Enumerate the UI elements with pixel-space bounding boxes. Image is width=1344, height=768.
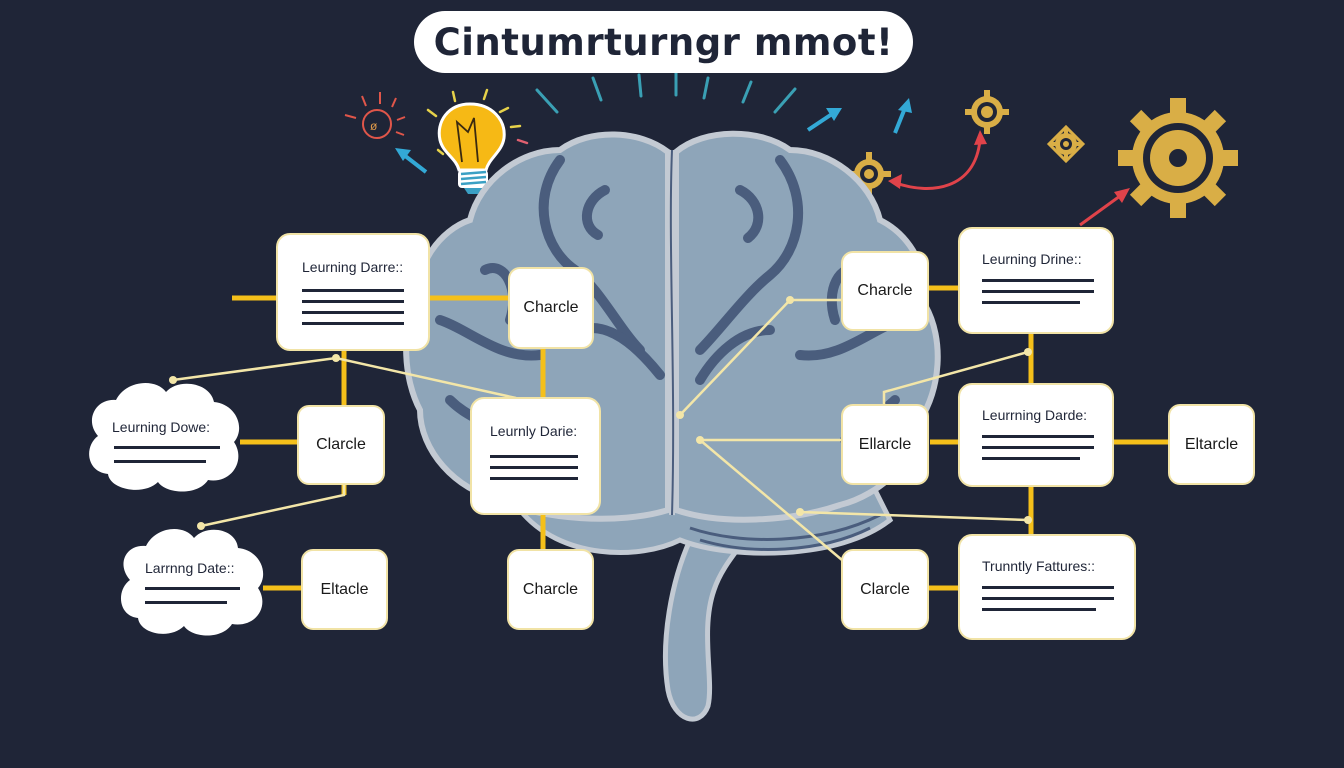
text-lines bbox=[982, 435, 1094, 460]
cloud-title: Leurning Dowe: bbox=[112, 419, 211, 435]
info-card-center[interactable]: Leurnly Darie: bbox=[470, 397, 601, 515]
card-title: Leurnly Darie: bbox=[490, 423, 578, 439]
info-card-right-mid[interactable]: Leurrning Darde: bbox=[958, 383, 1114, 487]
text-line bbox=[145, 587, 240, 590]
node-charcle-bottom-center[interactable]: Charcle bbox=[507, 549, 594, 630]
text-lines bbox=[982, 586, 1114, 611]
sun-doodle-icon: ø bbox=[344, 92, 406, 139]
arrow-icon bbox=[888, 130, 1130, 227]
node-ellarcle-right[interactable]: Ellarcle bbox=[841, 404, 929, 485]
node-clarcle-left[interactable]: Clarcle bbox=[297, 405, 385, 485]
node-eltacle-left[interactable]: Eltacle bbox=[301, 549, 388, 630]
card-title: Trunntly Fattures:: bbox=[982, 558, 1096, 574]
card-title: Leurrning Darde: bbox=[982, 407, 1088, 423]
text-line bbox=[114, 446, 220, 449]
info-card-right-bottom[interactable]: Trunntly Fattures:: bbox=[958, 534, 1136, 640]
node-eltarcle-far-right[interactable]: Eltarcle bbox=[1168, 404, 1255, 485]
connector-lines bbox=[232, 285, 1170, 591]
svg-text:ø: ø bbox=[370, 119, 378, 133]
cloud-card-left-mid[interactable]: Leurning Dowe: bbox=[86, 376, 244, 494]
arrow-icon bbox=[395, 148, 428, 174]
text-line bbox=[114, 460, 206, 463]
cloud-shape bbox=[89, 382, 240, 492]
cloud-title: Larrnng Date:: bbox=[145, 560, 235, 576]
ray-marks-icon bbox=[535, 71, 797, 114]
cloud-card-left-bottom[interactable]: Larrnng Date:: bbox=[118, 522, 266, 638]
gear-icon bbox=[847, 90, 1238, 218]
pointer-lines bbox=[172, 298, 1029, 561]
node-charcle-top-left[interactable]: Charcle bbox=[508, 267, 594, 349]
text-line bbox=[145, 601, 227, 604]
node-charcle-top-right[interactable]: Charcle bbox=[841, 251, 929, 331]
card-title: Leurning Drine:: bbox=[982, 251, 1082, 267]
pointer-dots bbox=[169, 296, 1032, 530]
node-clarcle-bottom-right[interactable]: Clarcle bbox=[841, 549, 929, 630]
info-card-right-top[interactable]: Leurning Drine:: bbox=[958, 227, 1114, 334]
text-lines bbox=[302, 289, 404, 325]
card-title: Leurning Darre:: bbox=[302, 259, 404, 275]
arrow-icon bbox=[806, 98, 912, 134]
page-title: Cintumrturngr mmot! bbox=[414, 11, 913, 73]
info-card-left-top[interactable]: Leurning Darre:: bbox=[276, 233, 430, 351]
lightbulb-icon bbox=[426, 88, 529, 194]
text-lines bbox=[490, 455, 581, 480]
cloud-shape bbox=[120, 528, 264, 636]
text-lines bbox=[982, 279, 1094, 304]
